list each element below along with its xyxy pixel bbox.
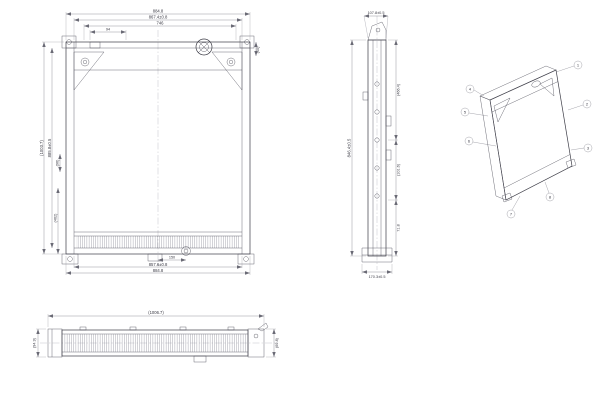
dim-front-bottom-1: 150 bbox=[169, 256, 175, 260]
bottom-right-hole bbox=[253, 333, 259, 339]
dim-side-top: 107.8±0.5 bbox=[368, 11, 385, 15]
bottom-core-fins bbox=[64, 334, 246, 352]
gusset-top-right bbox=[211, 51, 243, 91]
dim-front-bottom-3: 884.8 bbox=[153, 268, 164, 273]
dim-bottom-right: (69.8) bbox=[275, 337, 279, 348]
iso-top-face bbox=[479, 65, 557, 101]
dim-front-right-1: (40) bbox=[256, 46, 260, 53]
side-dimensions: 107.8±0.5 846.4±0.5 (466.4) (101.6) 71.8… bbox=[347, 11, 401, 279]
dim-front-top-1: 884.8 bbox=[153, 9, 164, 14]
bottom-hanging-tab bbox=[193, 355, 207, 363]
dim-front-top-2: 867.4±0.8 bbox=[149, 15, 168, 20]
isometric-view: 1 2 3 4 5 6 7 8 bbox=[460, 60, 593, 219]
iso-front-face bbox=[489, 69, 573, 201]
callout-4: 4 bbox=[469, 87, 472, 92]
dim-front-left-4: (462) bbox=[54, 213, 58, 223]
dim-front-bottom-2: 857.6±0.8 bbox=[149, 262, 168, 267]
iso-foot-left bbox=[501, 192, 513, 203]
dim-side-bottom: 170.3±0.5 bbox=[369, 275, 386, 279]
side-view bbox=[361, 16, 393, 270]
top-boss bbox=[89, 41, 101, 49]
bottom-right-bracket bbox=[257, 322, 269, 332]
dim-side-left: 846.4±0.5 bbox=[347, 138, 352, 157]
bottom-bracket bbox=[147, 253, 163, 262]
side-tab-left-1 bbox=[362, 91, 369, 101]
mount-hole-top-right bbox=[244, 39, 250, 45]
callout-6: 6 bbox=[468, 139, 471, 144]
callout-2: 2 bbox=[586, 102, 589, 107]
bottom-dimensions: (1006.7) (94.9) (69.8) bbox=[33, 310, 279, 358]
dim-side-right-2: (101.6) bbox=[397, 163, 401, 176]
side-top-bracket bbox=[367, 21, 387, 41]
side-tab-right-2 bbox=[385, 149, 392, 161]
side-tab-right-1 bbox=[385, 115, 392, 127]
side-bolt-holes bbox=[374, 81, 380, 199]
mount-tab-top-right bbox=[239, 35, 255, 49]
callout-1: 1 bbox=[577, 63, 580, 68]
dim-side-right-1: (466.4) bbox=[397, 83, 401, 96]
front-view bbox=[61, 30, 255, 268]
bottom-tank-right bbox=[247, 328, 265, 358]
callout-5: 5 bbox=[464, 110, 467, 115]
dim-front-top-3: 746 bbox=[157, 21, 165, 26]
iso-foot-right bbox=[565, 158, 577, 169]
lower-fin-band bbox=[76, 236, 240, 248]
callout-8: 8 bbox=[549, 195, 552, 200]
drain-plug bbox=[181, 246, 191, 256]
dim-side-right-3: 71.8 bbox=[397, 224, 401, 231]
front-dimensions: 884.8 867.4±0.8 746 94 (1003.7) 885.8±0.… bbox=[39, 9, 260, 275]
bottom-view bbox=[40, 322, 276, 363]
iso-gusset-left bbox=[493, 97, 511, 123]
side-top-hole bbox=[375, 27, 381, 33]
callout-3: 3 bbox=[587, 146, 590, 151]
foot-right bbox=[237, 253, 255, 265]
dim-front-left-3: (96) bbox=[56, 159, 60, 166]
iso-callouts: 1 2 3 4 5 6 7 8 bbox=[460, 60, 593, 219]
dim-front-left-2: 885.8±0.5 bbox=[47, 138, 52, 157]
bottom-tank-left bbox=[47, 328, 63, 358]
dim-front-left-1: (1003.7) bbox=[39, 140, 44, 156]
drain-plug-inner bbox=[183, 248, 189, 254]
iso-gusset-right bbox=[539, 77, 555, 97]
callout-7: 7 bbox=[510, 212, 513, 217]
gusset-top-left bbox=[73, 51, 105, 91]
dim-bottom-top: (1006.7) bbox=[148, 310, 164, 315]
dim-bottom-left: (94.9) bbox=[33, 337, 37, 348]
dim-front-top-4: 94 bbox=[106, 28, 110, 32]
foot-left bbox=[61, 253, 79, 265]
mount-hole-top-left bbox=[66, 39, 72, 45]
iso-filler-cap bbox=[531, 80, 541, 88]
side-foot bbox=[361, 247, 393, 263]
filler-cap bbox=[195, 38, 213, 56]
